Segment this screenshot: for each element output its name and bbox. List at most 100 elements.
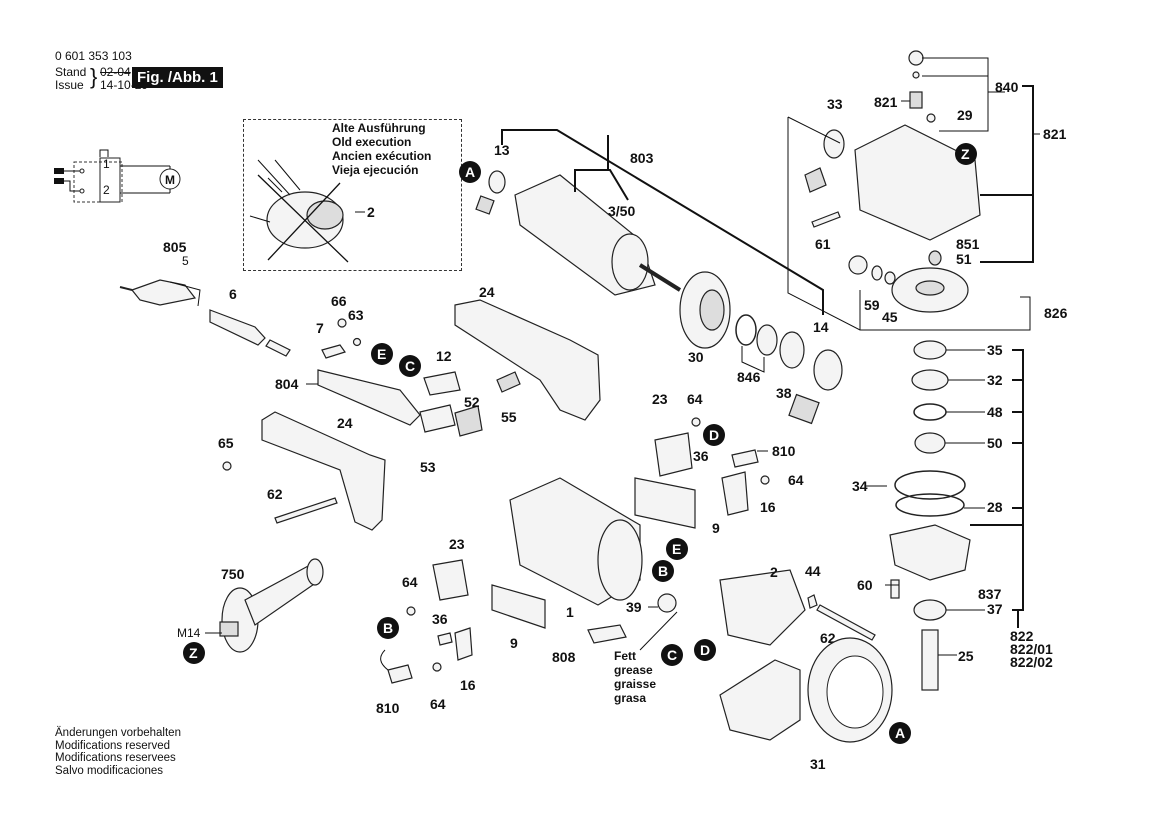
- part-label-23-right: 23: [652, 391, 668, 407]
- part-label-59: 59: [864, 297, 880, 313]
- part-label-2: 2: [770, 564, 778, 580]
- brush-cover-right: [654, 432, 693, 477]
- fan-ring: [657, 593, 677, 613]
- svg-text:D: D: [700, 642, 710, 658]
- issue-label: Issue: [55, 78, 84, 92]
- part-label-1: 1: [566, 604, 574, 620]
- part-label-808: 808: [552, 649, 576, 665]
- terminal-1: 1: [103, 157, 110, 171]
- part-label-64-right: 64: [788, 472, 804, 488]
- marker-c-switch: C: [399, 355, 421, 377]
- handle-half-upper: [454, 299, 601, 421]
- part-label-50: 50: [987, 435, 1003, 451]
- old-field-coil: [249, 159, 365, 263]
- part-label-36-right: 36: [693, 448, 709, 464]
- part-label-55: 55: [501, 409, 517, 425]
- part-label-822-02: 822/02: [1010, 654, 1053, 670]
- old-execution-de: Alte Ausführung: [332, 121, 426, 135]
- old-execution-en: Old execution: [332, 135, 412, 149]
- part-label-33: 33: [827, 96, 843, 112]
- part-label-810-left: 810: [376, 700, 400, 716]
- part-label-31: 31: [810, 756, 826, 772]
- stand-date-struck: 02-04: [100, 65, 131, 79]
- part-label-9-right: 9: [712, 520, 720, 536]
- marker-a-top: A: [459, 161, 481, 183]
- part-label-66: 66: [331, 293, 347, 309]
- plug-pin-icon: [54, 178, 64, 184]
- damping-ring: [779, 331, 805, 369]
- stand-label: Stand: [55, 65, 87, 79]
- field-coil-lower: [719, 659, 801, 741]
- part-label-36-left: 36: [432, 611, 448, 627]
- svg-text:B: B: [383, 620, 393, 636]
- handle-half-lower: [261, 411, 386, 531]
- old-execution-inset: [243, 119, 462, 271]
- old-execution-es: Vieja ejecución: [332, 163, 419, 177]
- part-label-63: 63: [348, 307, 364, 323]
- marker-a-bottom: A: [889, 722, 911, 744]
- part-label-840: 840: [995, 79, 1019, 95]
- grease-en: grease: [614, 663, 653, 677]
- part-label-2-old: 2: [367, 204, 375, 220]
- auxiliary-handle: [219, 558, 324, 653]
- part-label-821-pin: 821: [874, 94, 898, 110]
- part-label-28: 28: [987, 499, 1003, 515]
- part-label-804: 804: [275, 376, 299, 392]
- svg-text:A: A: [465, 164, 475, 180]
- spindle-assembly: [889, 340, 971, 691]
- part-label-16-right: 16: [760, 499, 776, 515]
- part-label-803: 803: [630, 150, 654, 166]
- part-label-65: 65: [218, 435, 234, 451]
- part-label-35: 35: [987, 342, 1003, 358]
- part-label-3-50: 3/50: [608, 203, 635, 219]
- footer-de: Änderungen vorbehalten: [55, 727, 181, 739]
- part-label-53: 53: [420, 459, 436, 475]
- part-label-846: 846: [737, 369, 761, 385]
- footer-note: Änderungen vorbehalten Modifications res…: [55, 727, 181, 778]
- field-coil-upper: [719, 569, 806, 646]
- marker-c-coil: C: [661, 644, 683, 666]
- grease-de: Fett: [614, 649, 636, 663]
- figure-label: Fig. /Abb. 1: [132, 67, 223, 88]
- old-execution-fr: Ancien exécution: [332, 149, 432, 163]
- brace: }: [90, 64, 98, 89]
- part-label-44: 44: [805, 563, 821, 579]
- ball-bearing: [813, 349, 843, 391]
- footer-es: Salvo modificaciones: [55, 765, 164, 778]
- part-label-837: 837: [978, 586, 1002, 602]
- carbon-brush-left: [387, 664, 413, 684]
- carbon-brush-right: [731, 449, 759, 468]
- plug-pin-icon: [54, 168, 64, 174]
- part-label-64-left-bottom: 64: [430, 696, 446, 712]
- marker-b-coil: B: [652, 560, 674, 582]
- footer-fr: Modifications reservees: [55, 752, 176, 765]
- brush-cover-left: [432, 559, 469, 601]
- part-label-16-left: 16: [460, 677, 476, 693]
- part-label-822: 822: [1010, 628, 1034, 644]
- motor-symbol: M: [165, 173, 175, 187]
- marker-z-housing: Z: [955, 143, 977, 165]
- marker-d-brush: D: [703, 424, 725, 446]
- part-label-821-housing: 821: [1043, 126, 1067, 142]
- part-label-23-left: 23: [449, 536, 465, 552]
- footer-en: Modifications reserved: [55, 739, 171, 752]
- svg-text:C: C: [667, 647, 677, 663]
- gear-housing: [804, 50, 981, 313]
- part-label-60: 60: [857, 577, 873, 593]
- part-label-32: 32: [987, 372, 1003, 388]
- svg-text:E: E: [377, 346, 386, 362]
- part-label-14: 14: [813, 319, 829, 335]
- part-label-52: 52: [464, 394, 480, 410]
- part-label-37: 37: [987, 601, 1003, 617]
- part-label-62-screw: 62: [267, 486, 283, 502]
- motor-housing: [491, 477, 643, 644]
- part-label-7: 7: [316, 320, 324, 336]
- part-label-38: 38: [776, 385, 792, 401]
- old-execution-note: Alte Ausführung Old execution Ancien exé…: [332, 121, 431, 177]
- part-label-64-right-top: 64: [687, 391, 703, 407]
- svg-text:B: B: [658, 563, 668, 579]
- part-label-45: 45: [882, 309, 898, 325]
- svg-text:Z: Z: [189, 645, 198, 661]
- part-label-39: 39: [626, 599, 642, 615]
